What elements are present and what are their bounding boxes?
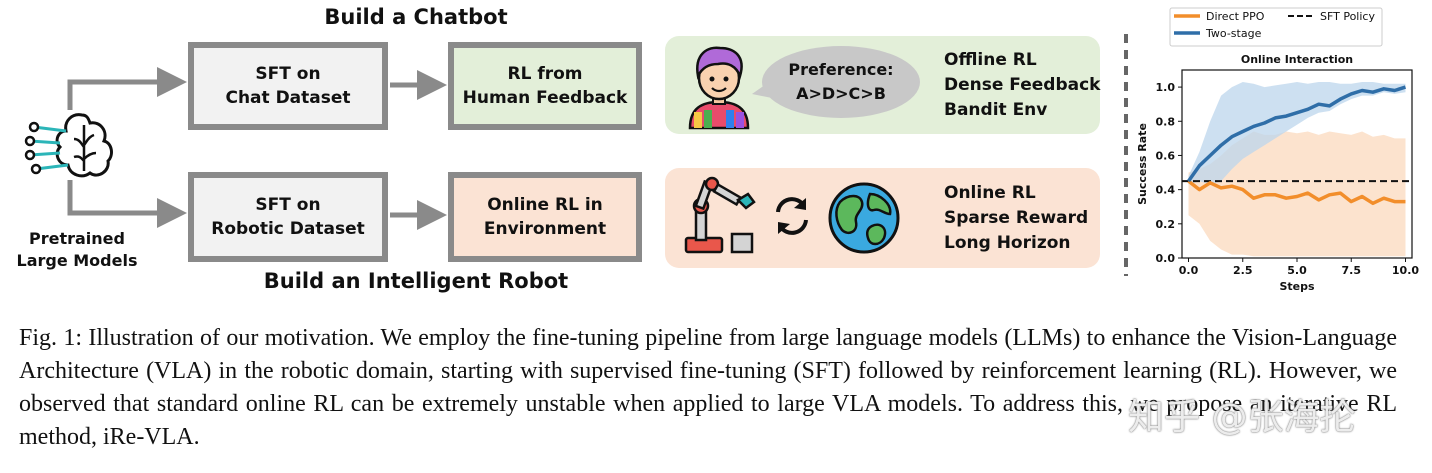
pipeline-arrows — [67, 67, 447, 230]
legend-label: Direct PPO — [1206, 10, 1265, 23]
x-tick-label: 0.0 — [1179, 264, 1199, 277]
sft-chat-label: SFT on Chat Dataset — [225, 64, 351, 108]
legend-label: Two-stage — [1205, 27, 1262, 40]
rlhf-box: RL from Human Feedback — [448, 42, 642, 130]
watermark: 知乎 @张海抡 — [1128, 397, 1356, 438]
y-tick-label: 1.0 — [1156, 81, 1176, 94]
bubble-tail — [752, 80, 772, 98]
online-rl-env-label: Online RL in Environment — [483, 195, 607, 239]
series-line-direct-ppo — [1187, 179, 1406, 206]
figure-caption: Fig. 1: Illustration of our motivation. … — [19, 325, 1397, 450]
sft-chat-box: SFT on Chat Dataset — [188, 42, 388, 130]
person-avatar-icon — [688, 46, 750, 130]
online-rl-text: Online RL Sparse Reward Long Horizon — [944, 183, 1089, 253]
y-tick-label: 0.2 — [1156, 218, 1176, 231]
arrow-to-sft-robot — [67, 180, 187, 228]
sft-robot-box: SFT on Robotic Dataset — [188, 172, 388, 262]
pretrained-models-label: Pretrained Large Models — [16, 229, 138, 270]
robot-title: Build an Intelligent Robot — [263, 269, 569, 293]
y-tick-label: 0.4 — [1156, 184, 1176, 197]
robot-arm-icon — [684, 176, 756, 254]
x-axis-label: Steps — [1279, 280, 1315, 293]
x-tick-label: 2.5 — [1233, 264, 1253, 277]
y-tick-label: 0.6 — [1156, 149, 1176, 162]
x-tick-label: 10.0 — [1392, 264, 1419, 277]
rlhf-label: RL from Human Feedback — [462, 64, 628, 108]
legend-box — [1169, 7, 1383, 47]
x-tick-label: 5.0 — [1287, 264, 1307, 277]
series-line-two-stage — [1187, 85, 1407, 183]
y-tick-label: 0.0 — [1156, 252, 1176, 265]
globe-environment-icon — [828, 182, 900, 254]
cycle-arrows-icon — [776, 197, 808, 235]
x-tick-label: 7.5 — [1341, 264, 1361, 277]
brain-chip-icon — [24, 113, 113, 178]
y-axis-label: Success Rate — [1136, 123, 1149, 205]
preference-bubble: Preference: A>D>C>B — [762, 46, 920, 118]
band-two-stage — [1188, 82, 1406, 185]
chatbot-title: Build a Chatbot — [324, 5, 508, 29]
sft-robot-label: SFT on Robotic Dataset — [211, 195, 365, 239]
dashed-separator — [1124, 34, 1128, 276]
legend-label: SFT Policy — [1320, 10, 1375, 23]
offline-rl-text: Offline RL Dense Feedback Bandit Env — [944, 50, 1101, 120]
arrow-to-sft-chat — [67, 67, 187, 110]
chart-title: Online Interaction — [1241, 53, 1353, 66]
online-rl-env-box: Online RL in Environment — [448, 172, 642, 262]
y-tick-label: 0.8 — [1156, 115, 1176, 128]
band-direct-ppo — [1188, 131, 1406, 257]
